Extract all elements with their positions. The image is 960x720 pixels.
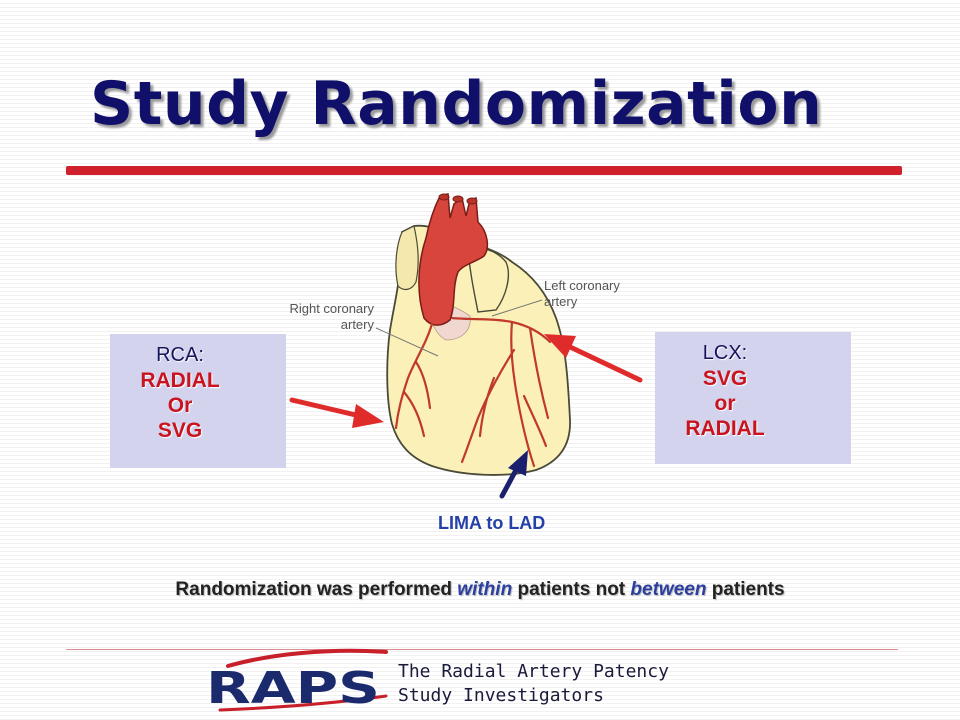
lcx-option: SVG (702, 367, 748, 390)
investigators-line: Study Investigators (398, 685, 604, 706)
rca-box: RCA: RADIAL Or SVG (110, 334, 286, 468)
logo-text: RAPS (206, 663, 380, 714)
slide-title: Study Randomization (90, 69, 823, 139)
vessel-opening (452, 195, 464, 203)
coronary-arteries (394, 316, 552, 468)
lcx-option: RADIAL (685, 417, 765, 440)
logo-swoosh (226, 648, 388, 668)
note-emphasis: between (630, 579, 707, 600)
lcx-heading: LCX: (702, 342, 748, 364)
leader-line-left-coronary (491, 299, 543, 317)
investigators-text: The Radial Artery Patency Study Investig… (398, 660, 669, 708)
aorta (418, 193, 489, 326)
lcx-option: or (714, 392, 736, 415)
label-right-coronary-line2: artery (341, 317, 375, 332)
label-left-coronary-line2: artery (544, 294, 578, 309)
label-right-coronary-line1: Right coronary (289, 301, 374, 316)
rca-option: SVG (157, 419, 203, 442)
lima-label: LIMA to LAD (438, 513, 546, 533)
note-text: Randomization was performed (175, 579, 458, 600)
logo-swoosh (218, 694, 388, 712)
atrium (395, 225, 419, 291)
vessel-opening (438, 193, 450, 201)
label-left-coronary-line1: Left coronary (544, 278, 620, 293)
arrow-up-icon (499, 450, 528, 499)
arrow-right-icon (289, 397, 384, 428)
rca-heading: RCA: (156, 344, 204, 366)
vessel-opening (466, 197, 478, 205)
lcx-box: LCX: SVG or RADIAL (655, 332, 851, 464)
note-emphasis: within (457, 579, 513, 600)
raps-logo: RAPS (206, 648, 388, 714)
rca-option: RADIAL (140, 369, 220, 392)
leader-line-right-coronary (375, 327, 439, 357)
arrow-right-icon (544, 334, 643, 383)
pulmonary-vessel (467, 247, 510, 313)
note-text: patients not (512, 579, 631, 600)
randomization-note: Randomization was performed within patie… (0, 579, 960, 601)
title-underline (66, 166, 902, 175)
rca-option: Or (167, 394, 193, 417)
footer-divider (66, 649, 898, 650)
note-text: patients (706, 579, 785, 600)
investigators-line: The Radial Artery Patency (398, 661, 669, 682)
